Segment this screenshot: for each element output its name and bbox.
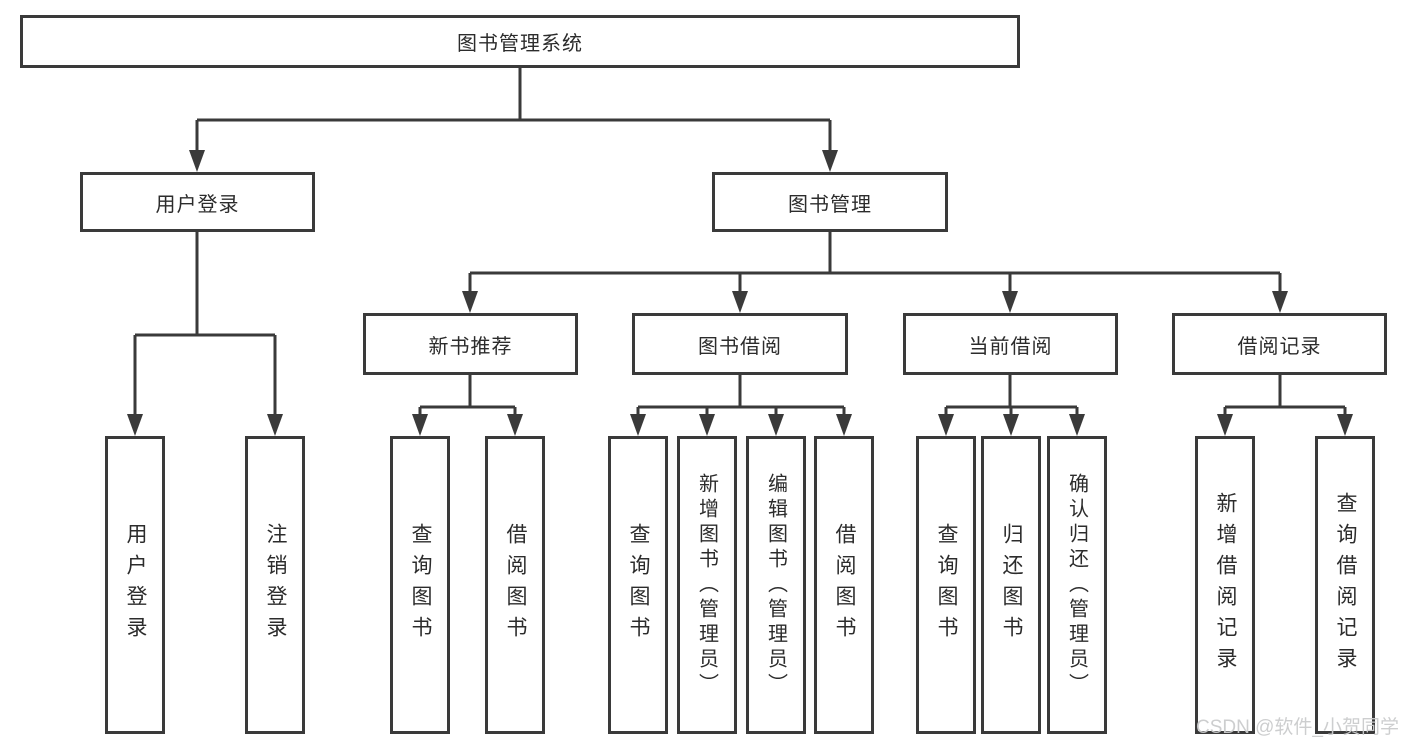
node-current-borrow: 当前借阅 [903, 313, 1118, 375]
leaf-label: 用户登录 [124, 523, 147, 647]
leaf-label: 确认归还（管理员） [1065, 472, 1088, 698]
leaf-query-books-current: 查询图书 [916, 436, 976, 734]
leaf-label: 查询图书 [935, 523, 958, 647]
csdn-watermark: CSDN @软件_小贺同学 [1196, 717, 1399, 738]
leaf-user-login: 用户登录 [105, 436, 165, 734]
node-label: 图书管理系统 [457, 33, 583, 55]
leaf-label: 借阅图书 [504, 523, 527, 647]
leaf-add-books-admin: 新增图书（管理员） [677, 436, 737, 734]
leaf-label: 新增借阅记录 [1214, 492, 1237, 678]
leaf-borrow-books-recommend: 借阅图书 [485, 436, 545, 734]
leaf-query-books-recommend: 查询图书 [390, 436, 450, 734]
node-new-book-recommend: 新书推荐 [363, 313, 578, 375]
leaf-confirm-return-admin: 确认归还（管理员） [1047, 436, 1107, 734]
leaf-label: 查询图书 [409, 523, 432, 647]
node-book-management-module: 图书管理 [712, 172, 948, 232]
leaf-query-borrow-record: 查询借阅记录 [1315, 436, 1375, 734]
node-borrow-records: 借阅记录 [1172, 313, 1387, 375]
leaf-label: 注销登录 [264, 523, 287, 647]
leaf-label: 查询图书 [627, 523, 650, 647]
node-user-login-module: 用户登录 [80, 172, 315, 232]
leaf-label: 编辑图书（管理员） [764, 472, 787, 698]
node-label: 新书推荐 [428, 335, 513, 358]
leaf-borrow-books: 借阅图书 [814, 436, 874, 734]
node-root-system: 图书管理系统 [20, 15, 1020, 68]
node-label: 用户登录 [155, 193, 240, 216]
leaf-query-books-borrow: 查询图书 [608, 436, 668, 734]
leaf-label: 查询借阅记录 [1334, 492, 1357, 678]
node-label: 借阅记录 [1237, 335, 1322, 358]
node-label: 图书管理 [788, 193, 872, 216]
leaf-label: 新增图书（管理员） [695, 472, 718, 698]
node-label: 当前借阅 [968, 335, 1053, 358]
leaf-label: 归还图书 [1000, 523, 1023, 647]
leaf-return-books: 归还图书 [981, 436, 1041, 734]
leaf-logout: 注销登录 [245, 436, 305, 734]
node-book-borrow: 图书借阅 [632, 313, 848, 375]
node-label: 图书借阅 [698, 335, 782, 358]
leaf-label: 借阅图书 [833, 523, 856, 647]
leaf-add-borrow-record: 新增借阅记录 [1195, 436, 1255, 734]
leaf-edit-books-admin: 编辑图书（管理员） [746, 436, 806, 734]
